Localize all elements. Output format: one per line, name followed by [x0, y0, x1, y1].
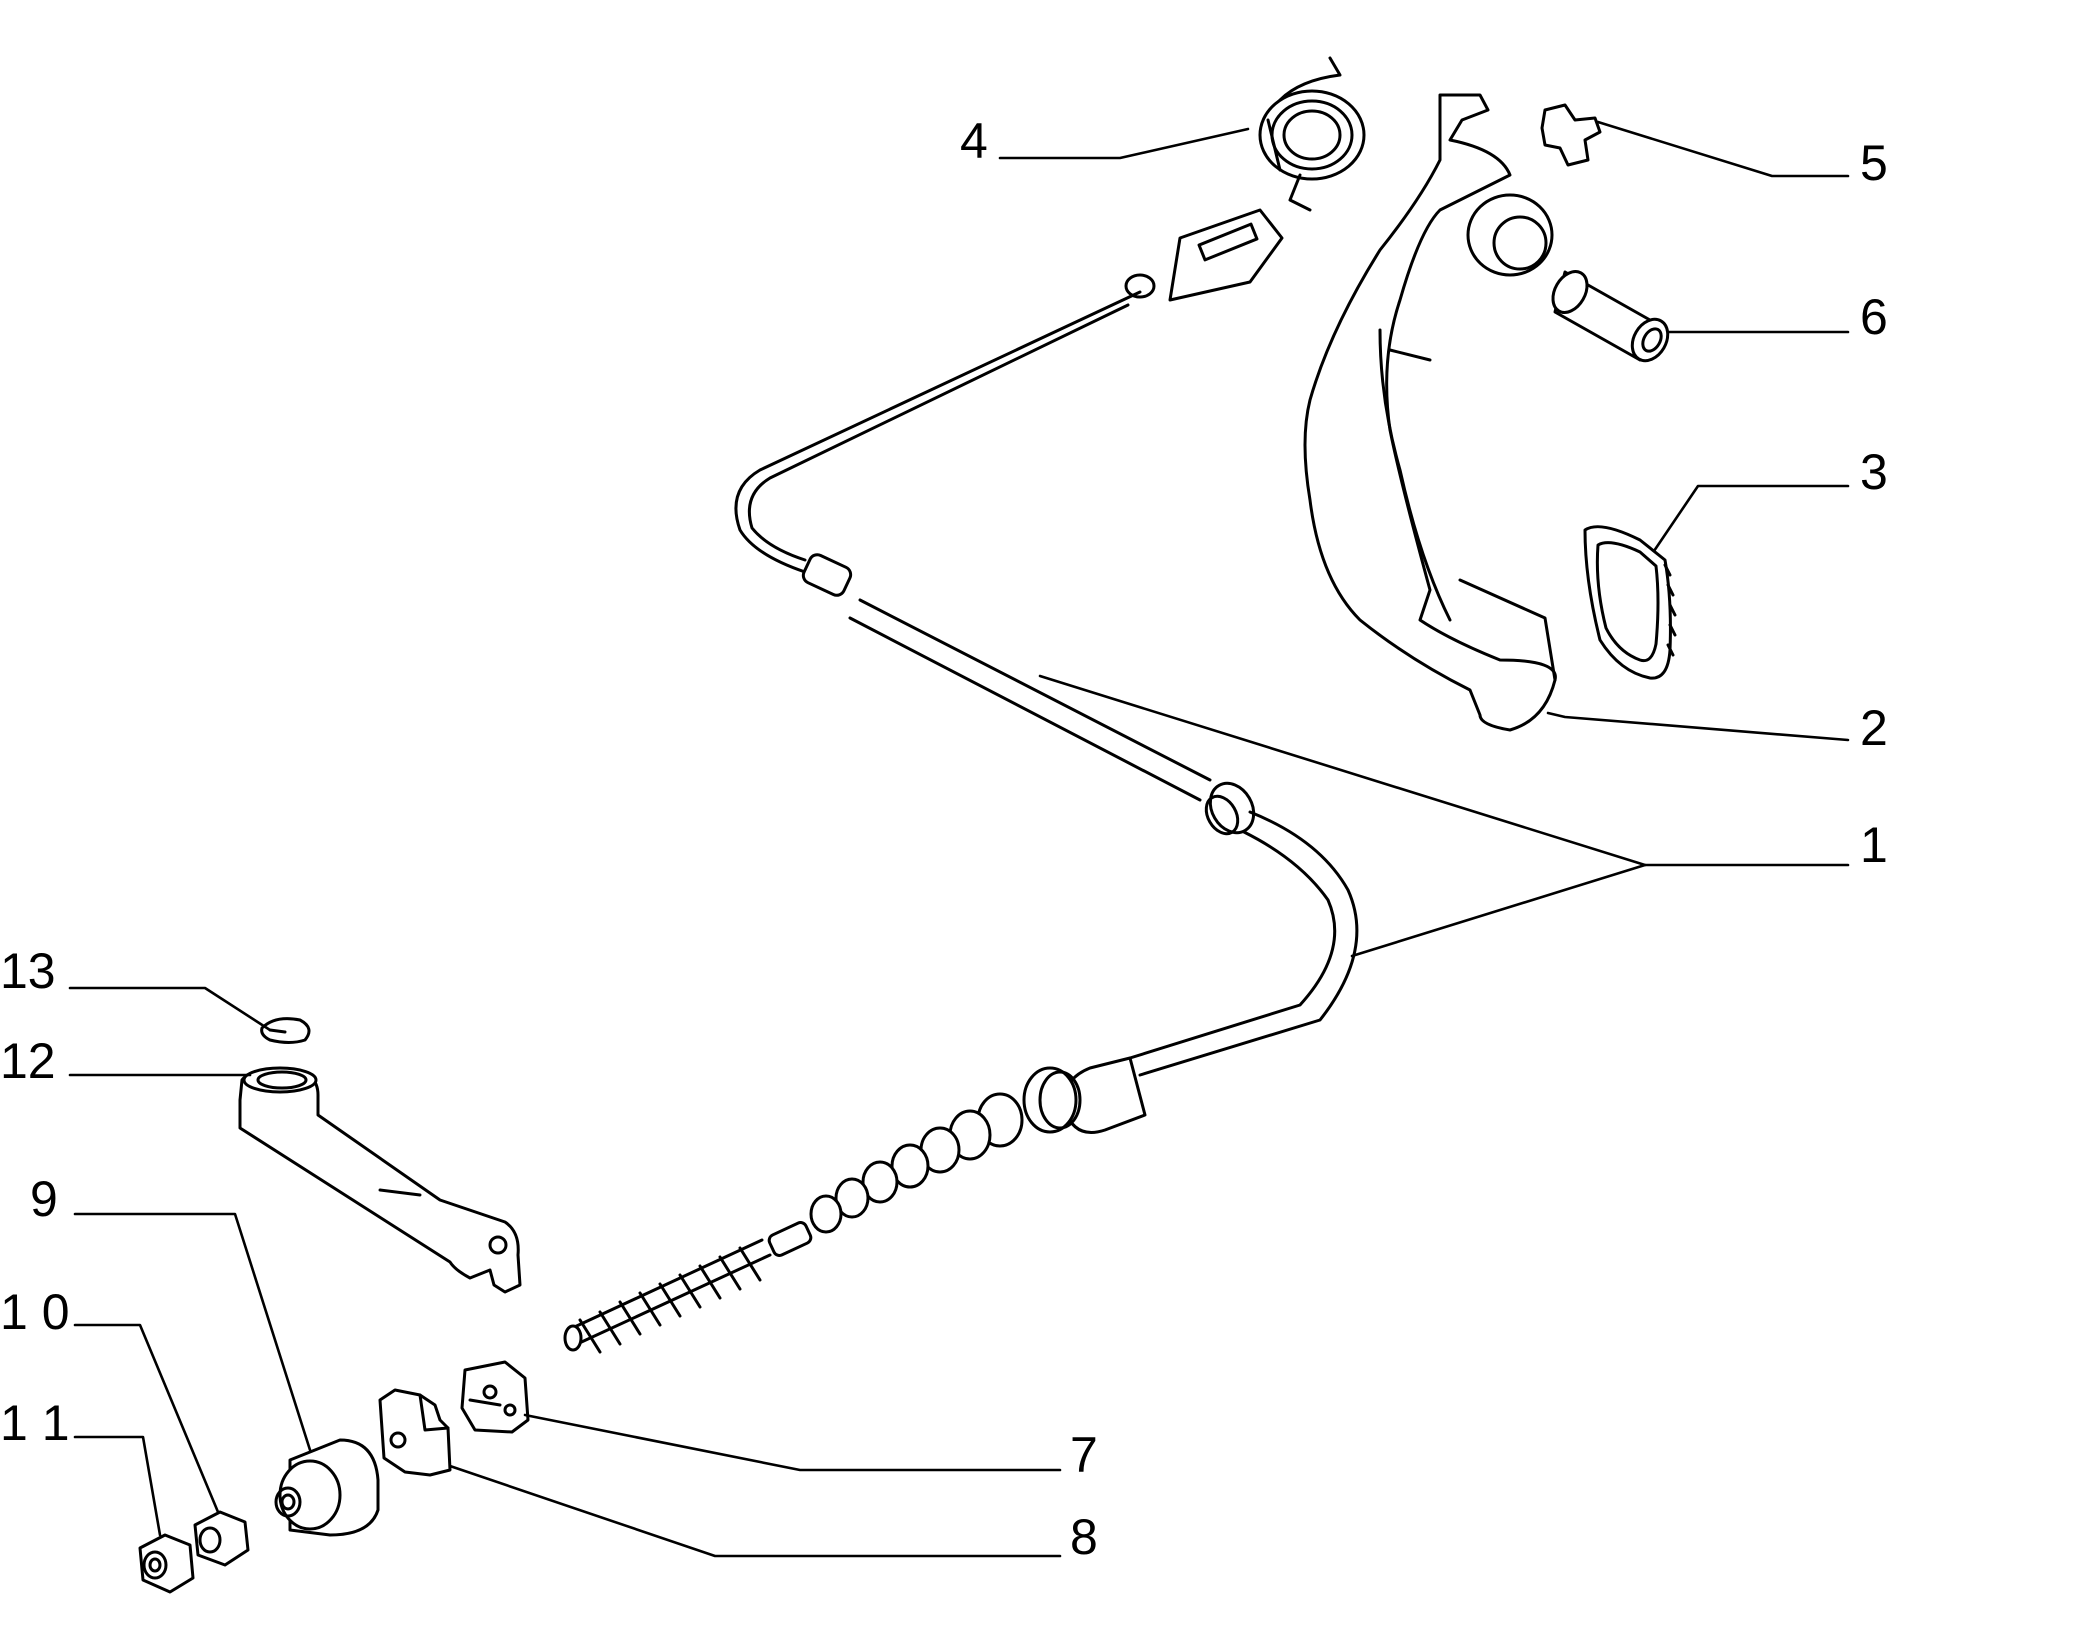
- return-spring: [1260, 58, 1364, 210]
- leader-line-1: [1350, 863, 1850, 958]
- callout-11: 1 1: [0, 1395, 70, 1451]
- cable-bracket-clip: [462, 1362, 528, 1432]
- leader-line-13: [68, 986, 272, 1032]
- leader-line-1b: [1038, 674, 1647, 867]
- lock-nut: [140, 1535, 193, 1592]
- callout-8: 8: [1070, 1509, 1098, 1565]
- leader-lines: [68, 120, 1850, 1558]
- pedal-pad: [1585, 527, 1675, 678]
- callout-13: 13: [0, 943, 56, 999]
- callout-4: 4: [960, 113, 988, 169]
- callout-5: 5: [1860, 135, 1888, 191]
- leader-line-10: [73, 1323, 220, 1514]
- leader-line-4: [998, 127, 1250, 160]
- retaining-clip: [1542, 105, 1600, 165]
- clutch-cable: [565, 210, 1357, 1352]
- circlip: [262, 1019, 309, 1043]
- leader-line-2: [1546, 711, 1850, 742]
- callout-7: 7: [1070, 1427, 1098, 1483]
- release-lever: [240, 1068, 520, 1292]
- callout-6: 6: [1860, 289, 1888, 345]
- leader-line-11: [73, 1435, 162, 1537]
- callout-12: 12: [0, 1033, 56, 1089]
- pivot-bushing: [1546, 265, 1675, 367]
- callout-10: 1 0: [0, 1284, 70, 1340]
- callout-1: 1: [1860, 817, 1888, 873]
- leader-line-5: [1596, 120, 1850, 178]
- leader-line-8: [448, 1464, 1062, 1558]
- leader-line-3: [1652, 484, 1850, 553]
- mounting-bracket: [380, 1390, 450, 1475]
- leader-line-7: [523, 1413, 1062, 1472]
- rubber-bush: [276, 1440, 378, 1535]
- clutch-pedal: [1305, 95, 1555, 730]
- leader-line-9: [73, 1212, 312, 1452]
- callout-3: 3: [1860, 444, 1888, 500]
- callout-9: 9: [30, 1171, 58, 1227]
- callout-2: 2: [1860, 700, 1888, 756]
- nut: [195, 1512, 248, 1565]
